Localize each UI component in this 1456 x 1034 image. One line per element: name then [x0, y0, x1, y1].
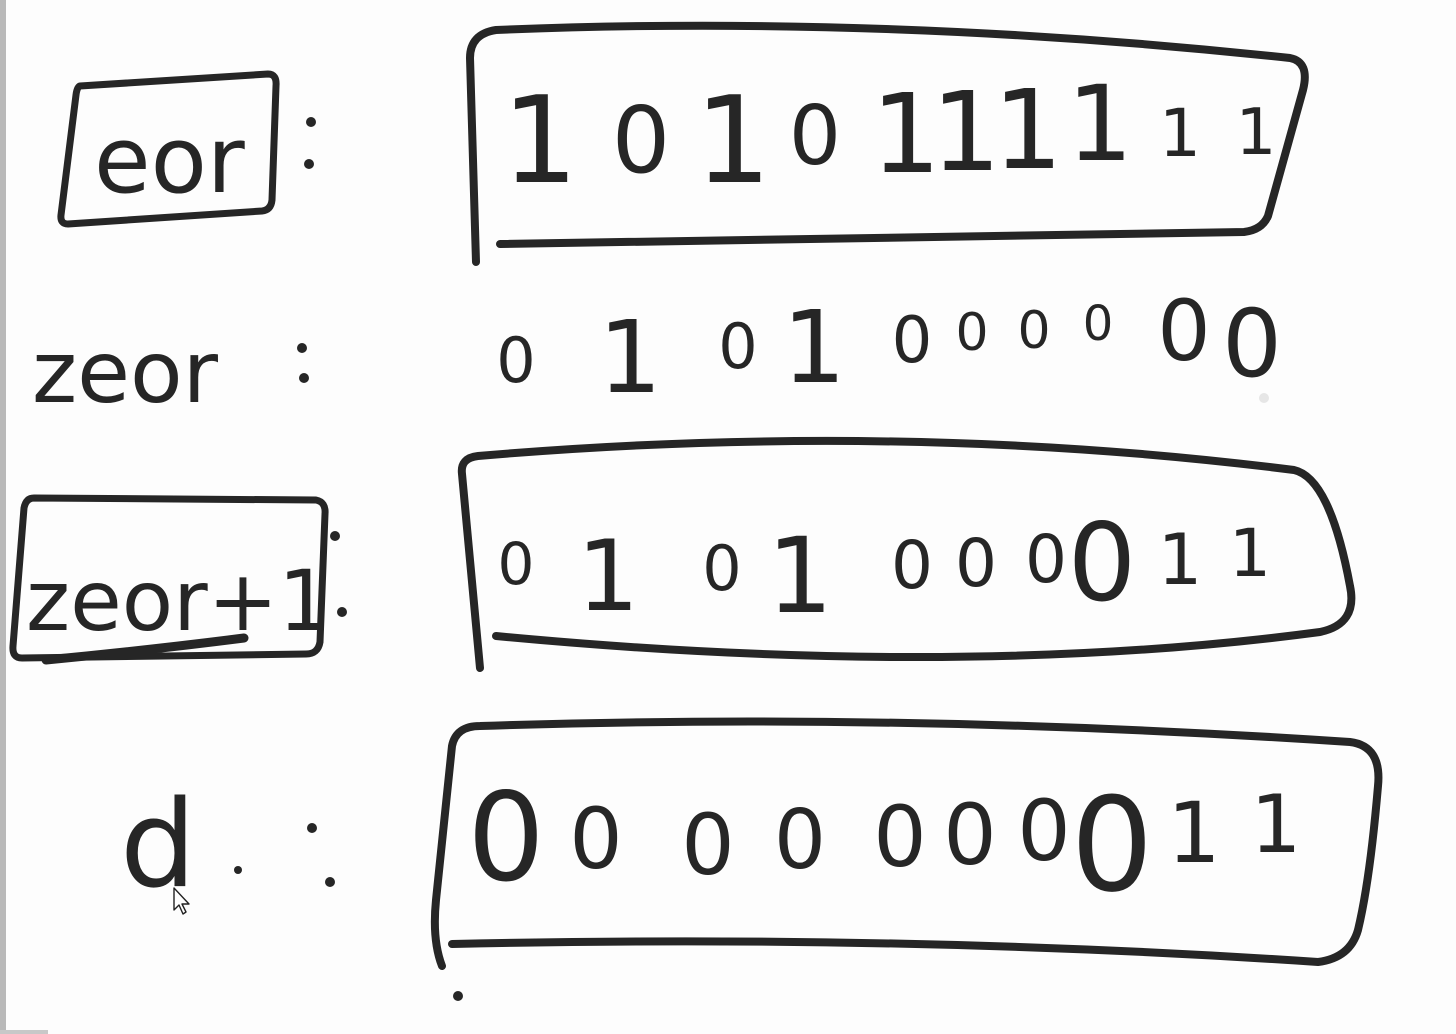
label-d: d — [120, 776, 196, 915]
label-zeor-plus-1: zeor+1 — [26, 552, 332, 650]
mouse-pointer-icon — [173, 887, 190, 915]
row-d: d 0 0 0 0 0 0 0 0 1 1 — [120, 717, 1383, 1001]
bit-zeor-10: 0 — [1222, 290, 1282, 399]
bits-eor: 1 0 1 0 1 1 1 1 1 1 — [502, 63, 1277, 211]
bit-d-9: 1 — [1167, 784, 1220, 882]
bit-zp1-8: 0 — [1068, 501, 1137, 626]
bit-zp1-1: 0 — [498, 530, 535, 598]
bit-zeor-7: 0 — [1017, 301, 1050, 361]
bit-d-5: 0 — [873, 788, 926, 886]
bit-d-1: 0 — [467, 767, 545, 909]
separator-d — [234, 823, 335, 887]
label-eor: eor — [94, 107, 245, 214]
label-zeor: zeor — [32, 323, 219, 423]
bit-zeor-1: 0 — [496, 324, 535, 397]
window-left-edge — [0, 0, 6, 1034]
bit-d-4: 0 — [774, 793, 826, 888]
bit-zp1-10: 1 — [1229, 515, 1271, 592]
bit-zp1-7: 0 — [1025, 521, 1067, 598]
bit-eor-9: 1 — [1159, 95, 1201, 172]
bit-zp1-9: 1 — [1158, 519, 1203, 601]
separator-eor — [304, 117, 316, 169]
row-eor: eor 1 0 1 0 1 1 1 1 1 1 — [57, 21, 1309, 266]
row-zeor: zeor 0 1 0 1 0 0 0 0 0 0 — [32, 282, 1282, 423]
bit-zeor-9: 0 — [1157, 282, 1210, 380]
bit-zeor-6: 0 — [955, 303, 988, 363]
bits-zeor-plus-1: 0 1 0 1 0 0 0 0 1 1 — [498, 501, 1271, 637]
value-box-zeor-plus-1 — [457, 436, 1356, 672]
row-zeor-plus-1: zeor+1 0 1 0 1 0 0 0 0 1 1 — [9, 436, 1356, 672]
bit-zp1-5: 0 — [891, 527, 933, 604]
bit-zp1-2: 1 — [577, 520, 639, 634]
bit-d-3: 0 — [681, 796, 734, 894]
bit-d-6: 0 — [943, 786, 996, 884]
bit-d-7: 0 — [1017, 782, 1070, 880]
value-box-eor — [466, 21, 1309, 266]
label-box-eor — [57, 70, 280, 228]
bit-eor-10: 1 — [1236, 96, 1277, 170]
label-box-zeor-plus-1 — [9, 494, 329, 662]
bit-zeor-8: 0 — [1083, 296, 1114, 352]
bit-zp1-6: 0 — [955, 525, 997, 602]
bit-zp1-4: 1 — [767, 515, 833, 637]
bit-eor-5: 1 — [871, 70, 941, 198]
bit-zeor-3: 0 — [718, 310, 757, 383]
stray-mark — [1259, 393, 1269, 403]
bit-d-2: 0 — [569, 790, 622, 888]
bits-d: 0 0 0 0 0 0 0 0 1 1 — [467, 767, 1301, 921]
stray-dot-d — [453, 991, 463, 1001]
bit-eor-4: 0 — [789, 89, 841, 184]
separator-zeor-plus-1 — [330, 531, 347, 617]
bits-zeor: 0 1 0 1 0 0 0 0 0 0 — [496, 282, 1282, 416]
bit-eor-8: 1 — [1067, 63, 1133, 185]
bit-eor-6: 1 — [931, 68, 1001, 196]
bit-eor-1: 1 — [502, 72, 578, 211]
bit-zeor-2: 1 — [598, 299, 662, 416]
bit-zp1-3: 0 — [702, 532, 741, 605]
bit-eor-2: 0 — [612, 87, 671, 194]
label-underline-zeor-plus-1 — [41, 633, 249, 665]
window-bottom-edge — [0, 1030, 48, 1034]
bit-eor-3: 1 — [695, 72, 771, 211]
separator-zeor — [297, 343, 309, 383]
bit-zeor-5: 0 — [892, 304, 933, 378]
bit-zeor-4: 1 — [782, 289, 846, 406]
value-box-d — [430, 717, 1383, 970]
bit-eor-7: 1 — [993, 66, 1063, 194]
bit-d-8: 0 — [1071, 769, 1154, 921]
bit-d-10: 1 — [1251, 778, 1302, 871]
